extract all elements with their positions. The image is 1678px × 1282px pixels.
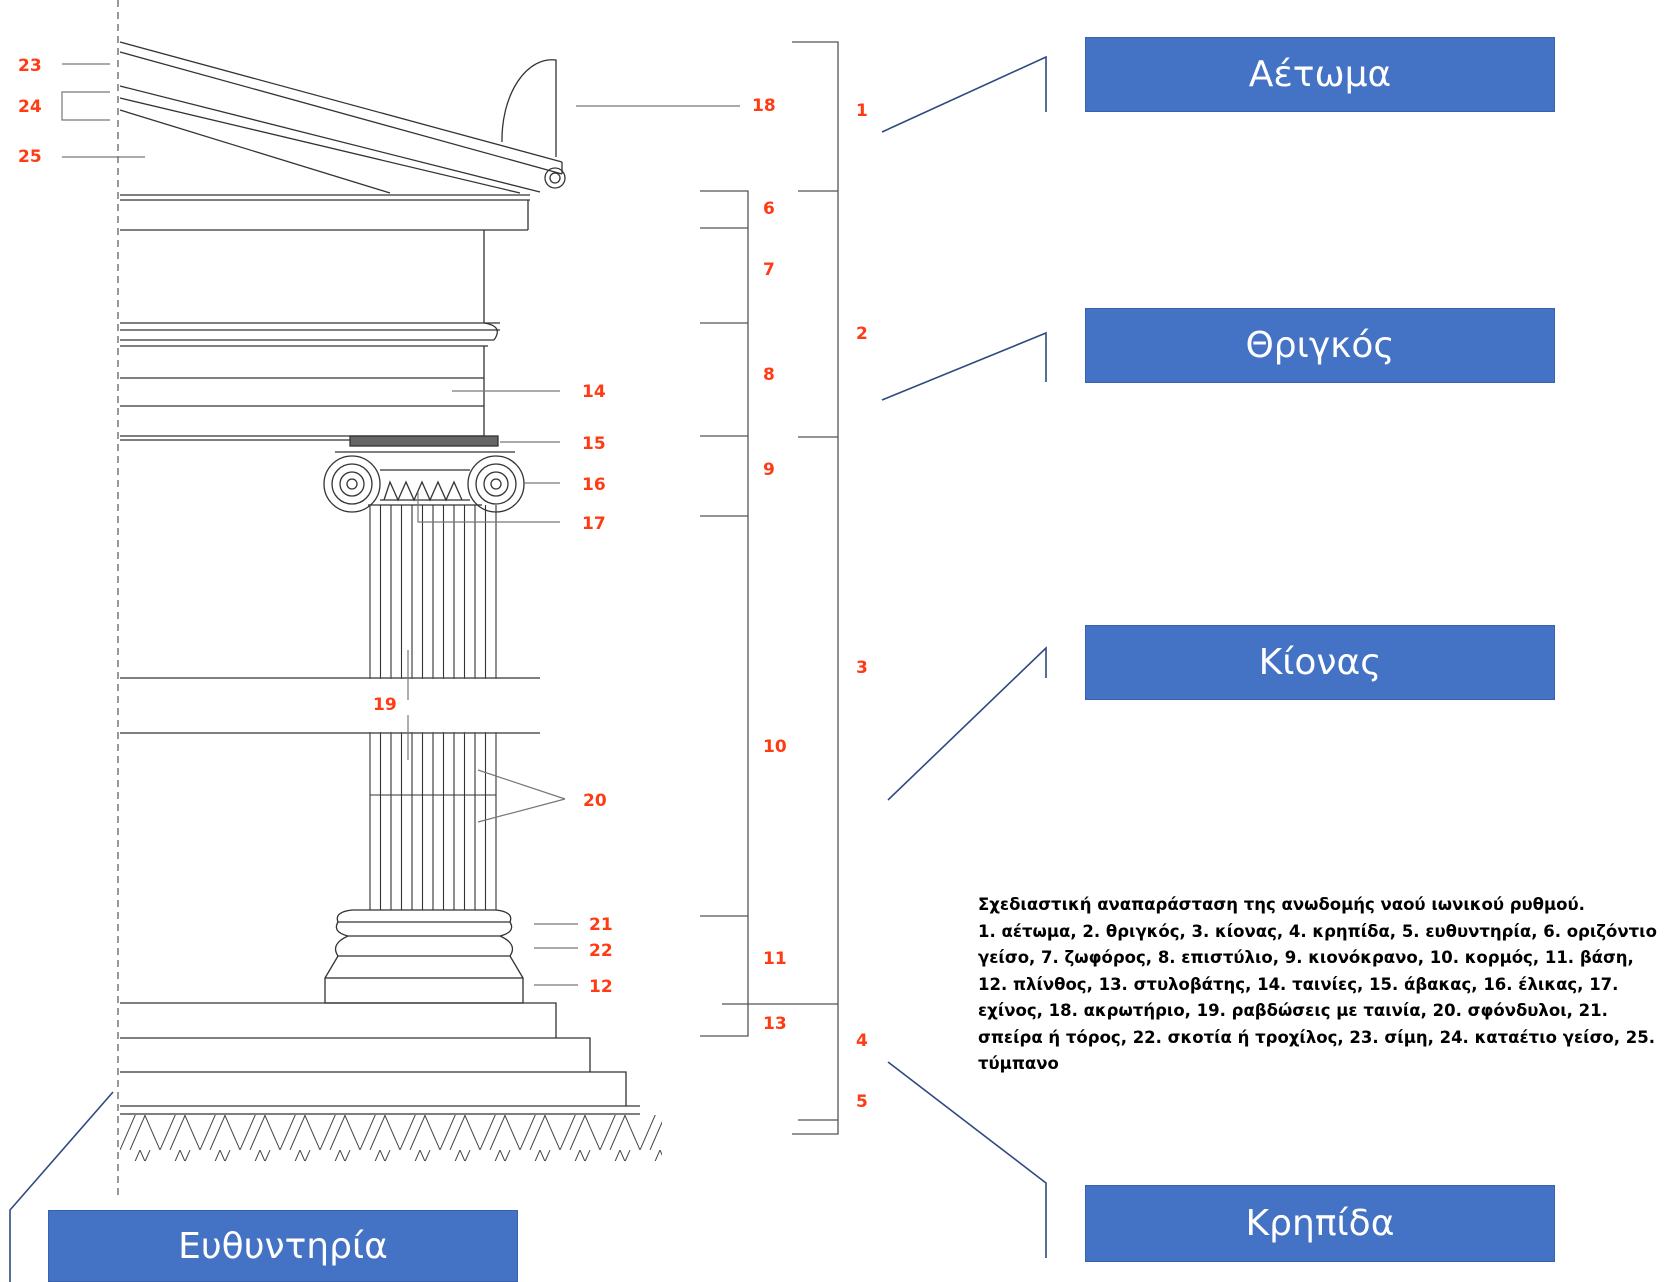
num-18: 18 (752, 96, 776, 116)
caption-legend: 1. αέτωμα, 2. θριγκός, 3. κίονας, 4. κρη… (978, 921, 1657, 1074)
num-12: 12 (589, 977, 613, 997)
krepidoma (120, 1002, 640, 1115)
sima-lion-head (544, 167, 566, 189)
num-2: 2 (856, 324, 868, 344)
leader-lines (61, 63, 740, 986)
ionic-capital (323, 435, 525, 513)
shaft-break (120, 677, 540, 734)
num-23: 23 (18, 56, 42, 76)
pediment (119, 41, 566, 194)
num-11: 11 (763, 949, 787, 969)
callout-kionas: Κίονας (1085, 625, 1555, 700)
callout-efthynteria: Ευθυντηρία (48, 1210, 518, 1282)
num-15: 15 (582, 434, 606, 454)
column-base (324, 909, 524, 1004)
num-3: 3 (856, 658, 868, 678)
num-4: 4 (856, 1031, 868, 1051)
num-8: 8 (763, 365, 775, 385)
num-9: 9 (763, 460, 775, 480)
num-20: 20 (583, 791, 607, 811)
abacus (349, 435, 499, 447)
num-6: 6 (763, 199, 775, 219)
num-5: 5 (856, 1092, 868, 1112)
callout-krepida: Κρηπίδα (1085, 1185, 1555, 1262)
num-21: 21 (589, 915, 613, 935)
entablature (120, 194, 530, 441)
callout-connectors (9, 55, 1047, 1282)
caption-title: Σχεδιαστική αναπαράσταση της ανωδομής να… (978, 895, 1585, 914)
callout-thrigkos: Θριγκός (1085, 308, 1555, 383)
num-10: 10 (763, 737, 787, 757)
num-24: 24 (18, 97, 42, 117)
ground-hatch (120, 1115, 662, 1161)
plinth (324, 977, 524, 1004)
num-1: 1 (856, 101, 868, 121)
num-16: 16 (582, 475, 606, 495)
diagram-caption: Σχεδιαστική αναπαράσταση της ανωδομής να… (978, 892, 1668, 1078)
num-17: 17 (582, 514, 606, 534)
callout-aetoma: Αέτωμα (1085, 37, 1555, 112)
num-22: 22 (589, 941, 613, 961)
num-14: 14 (582, 382, 606, 402)
num-25: 25 (18, 147, 42, 167)
num-7: 7 (763, 260, 775, 280)
group-brackets (700, 41, 839, 1135)
num-19: 19 (373, 695, 397, 715)
part-numbers: 23 24 25 18 1 6 7 2 8 14 15 9 16 17 3 19… (18, 56, 868, 1112)
volute-left (323, 455, 381, 513)
num-13: 13 (763, 1014, 787, 1034)
